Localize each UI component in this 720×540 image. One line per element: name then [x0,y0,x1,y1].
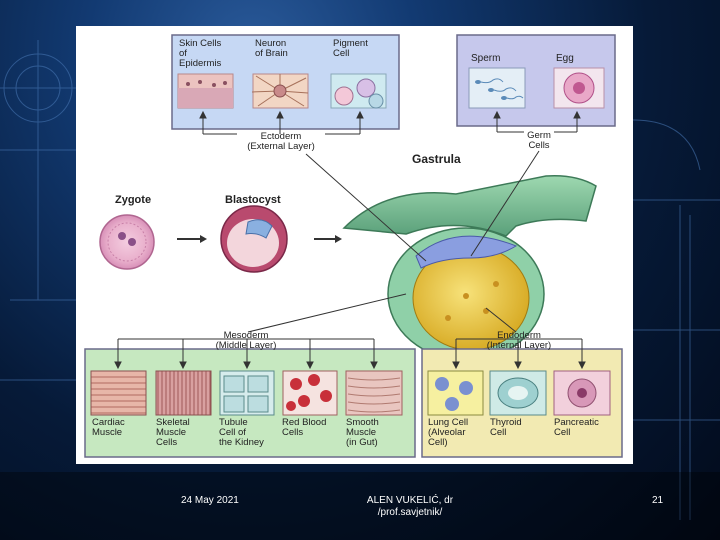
zygote-label: Zygote [115,194,151,206]
footer-date: 24 May 2021 [181,495,239,506]
arrow-zygote-to-blastocyst [177,235,207,243]
mesoderm-cell-box [84,348,416,458]
red-blood-cells-image [282,370,338,416]
skin-cell-image [177,73,234,109]
arrow-blastocyst-to-gastrula [314,235,342,243]
blastocyst-label: Blastocyst [225,194,281,206]
pancreatic-cell-image [553,370,611,416]
egg-image [553,67,605,109]
pigment-cell-image [330,73,387,109]
gastrula-label: Gastrula [412,152,461,166]
germ-cell-label: Egg [556,53,574,64]
smooth-muscle-image [345,370,403,416]
mesoderm-layer-label: Mesoderm(Middle Layer) [216,330,277,351]
skeletal-muscle-image [155,370,212,416]
footer-page-number: 21 [652,495,664,506]
endoderm-layer-label: Endoderm(Internal Layer) [487,330,551,351]
thyroid-cell-image [489,370,547,416]
ectoderm-connectors [199,110,427,262]
endoderm-connectors [452,307,586,370]
gastrula-image [342,174,597,361]
footer-author: ALEN VUKELIĆ, dr /prof.savjetnik/ [366,495,454,518]
germ-cell-box [456,34,616,127]
kidney-tubule-image [219,370,275,416]
blastocyst-image [220,205,288,273]
zygote-image [99,214,155,270]
lung-cell-image [427,370,484,416]
endoderm-cell-box [421,348,623,458]
cardiac-muscle-image [90,370,147,416]
ectoderm-layer-label: Ectoderm(External Layer) [247,131,315,152]
sperm-image [468,67,526,109]
germ-cell-label: Sperm [471,53,500,64]
germ-connectors [470,110,581,257]
mesoderm-connectors [114,293,407,370]
neuron-image [251,73,309,109]
